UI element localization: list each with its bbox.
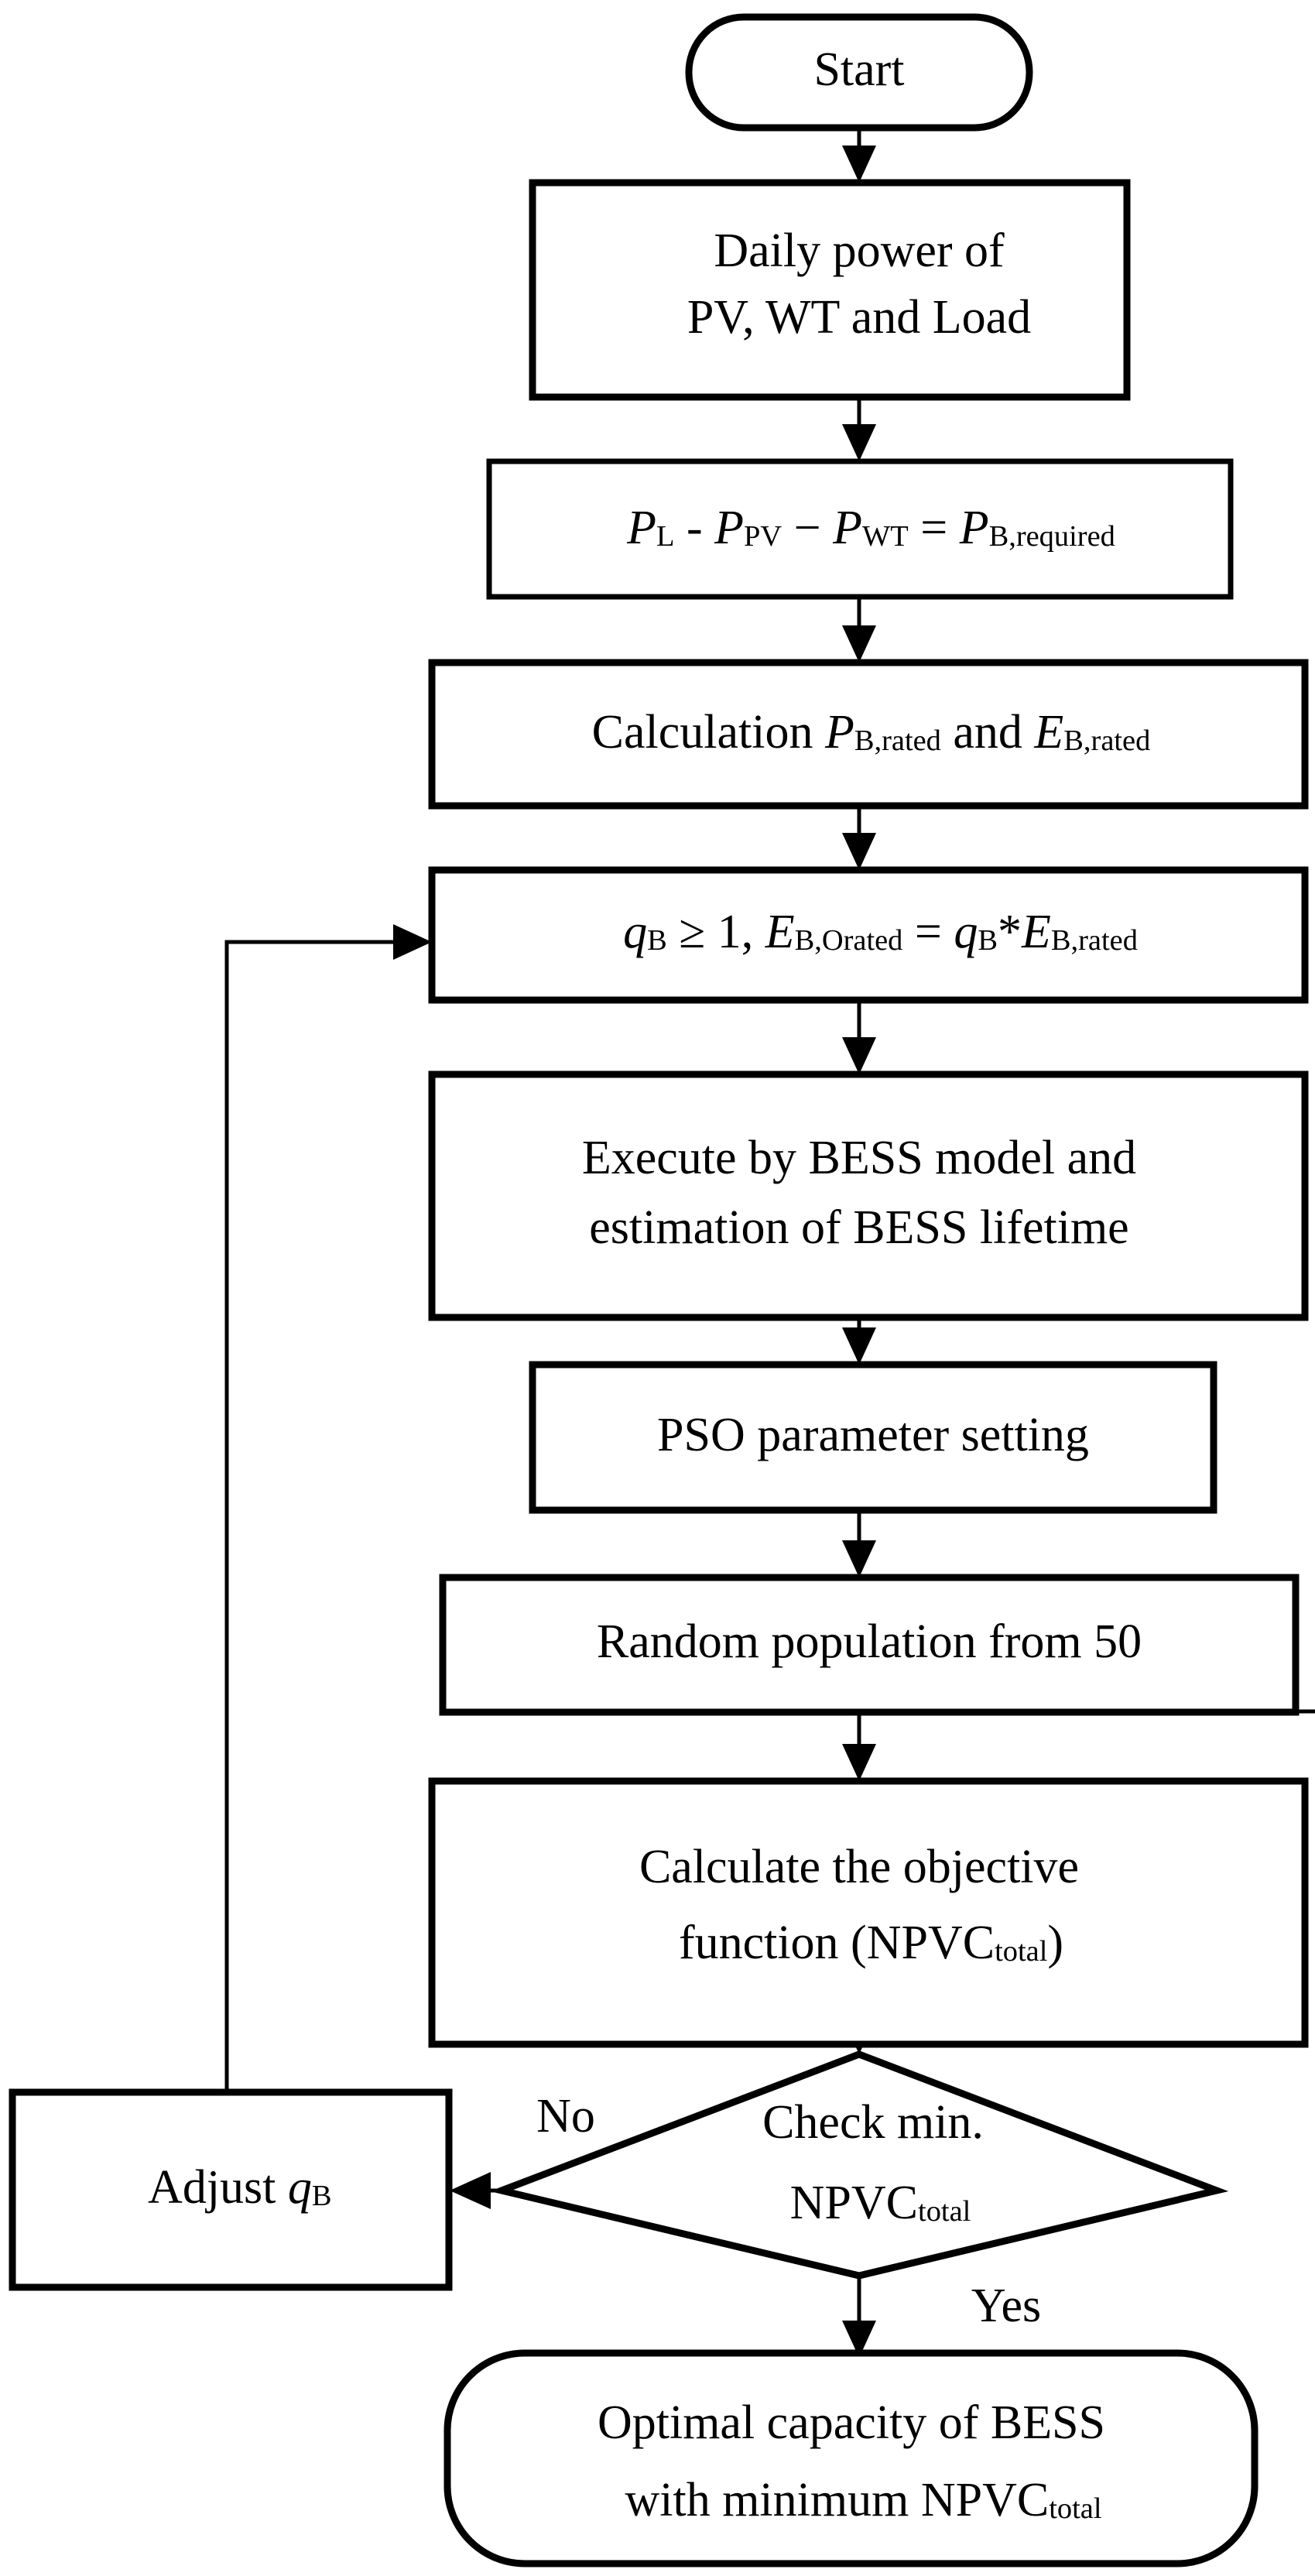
start-shape [685,13,1033,132]
qb-q2-sub: B [978,924,998,957]
edge-label-yes: Yes [971,2280,1041,2332]
obj-sub: total [995,1935,1047,1968]
start-label: Start [813,43,904,96]
arrow-head-balance [842,424,876,461]
pb-op1: - [675,502,715,554]
qb-q1: q [623,906,647,958]
qb-ge: ≥ 1, [667,906,765,958]
arrow-head-adjust [450,2172,491,2209]
calculation-rated-shape [428,659,1309,810]
adjust-q-var: q [288,2161,312,2214]
qb-e1-sub: B,Orated [795,924,903,957]
daily-power-line1: Daily power of [714,224,1005,277]
decision-sub: total [918,2195,971,2228]
final-result-line1: Optimal capacity of BESS [598,2396,1105,2449]
pb-op3: = [909,502,960,554]
node-adjust-q[interactable]: Adjust qB [9,2088,453,2291]
pb-p3: P [832,502,862,554]
daily-power-line2: PV, WT and Load [687,291,1031,344]
qb-condition-label: qB ≥ 1, EB,Orated = qB*EB,rated [515,906,1222,958]
calc-p: P [824,706,854,759]
random-population-shape [439,1574,1300,1716]
qb-q2: q [954,906,978,958]
node-execute-bess[interactable]: Execute by BESS model and estimation of … [428,1070,1309,1321]
qb-condition-shape [428,866,1309,1004]
obj-pre: function (NPVC [679,1917,995,1969]
check-decision-shape [489,2050,1229,2280]
check-decision-line1: Check min. [762,2096,984,2149]
arrow-head-feedback [393,924,432,960]
objective-function-line2: function (NPVCtotal) [570,1917,1147,1969]
arrow-head-pso [842,1327,876,1365]
calculation-rated-label: Calculation PB,rated and EB,rated [484,706,1235,759]
final-sub: total [1049,2492,1101,2525]
pb-op2: − [782,502,833,554]
edge-label-no: No [536,2090,595,2143]
pb-p3-sub: WT [862,520,909,553]
adjust-q-sub: B [312,2180,332,2212]
node-pso-setting[interactable]: PSO parameter setting [529,1361,1217,1514]
node-power-balance[interactable]: PL - PPV − PWT = PB,required [486,458,1234,600]
edge-adjust-feedback-loop [224,940,410,2091]
random-population-label: Random population from 50 [597,1615,1142,1668]
arrow-head-qb [842,833,876,870]
qb-q1-sub: B [647,924,667,957]
arrow-head-final [842,2321,876,2358]
node-objective-function[interactable]: Calculate the objective function (NPVCto… [428,1777,1309,2048]
objective-function-shape [428,1777,1309,2048]
adjust-q-shape [9,2088,453,2291]
node-qb-condition[interactable]: qB ≥ 1, EB,Orated = qB*EB,rated [428,866,1309,1004]
qb-eq: = [902,906,954,958]
final-result-shape [443,2349,1258,2567]
obj-post: ) [1047,1917,1063,1969]
connectors [224,128,1315,2358]
calc-word1: Calculation [592,706,825,759]
power-balance-shape [486,458,1234,600]
pb-p2: P [714,502,744,554]
qb-star: * [998,906,1022,958]
final-result-line2: with minimum NPVCtotal [517,2474,1186,2526]
execute-bess-shape [428,1070,1309,1321]
adjust-word: Adjust [148,2161,288,2214]
arrow-head-objective [842,1744,876,1781]
pb-p1-sub: L [656,520,674,553]
decision-pre: NPVC [790,2177,918,2229]
node-final-result[interactable]: Optimal capacity of BESS with minimum NP… [443,2349,1258,2567]
node-daily-power[interactable]: Daily power of PV, WT and Load [529,179,1131,401]
arrow-head-daily-power [842,146,876,183]
qb-e2: E [1021,906,1051,958]
execute-bess-line1: Execute by BESS model and [582,1132,1136,1184]
final-pre: with minimum NPVC [625,2474,1049,2526]
pb-p4: P [959,502,989,554]
check-decision-line2: NPVCtotal [682,2177,1055,2229]
node-random-population[interactable]: Random population from 50 [439,1574,1300,1716]
pso-setting-label: PSO parameter setting [657,1409,1089,1461]
objective-function-line1: Calculate the objective [639,1841,1079,1893]
pso-setting-shape [529,1361,1217,1514]
arrow-head-random [842,1540,876,1577]
calc-word2: and [941,706,1035,759]
calc-e: E [1033,706,1063,759]
pb-p4-sub: B,required [989,520,1115,553]
arrow-head-execute [842,1037,876,1074]
execute-bess-line2: estimation of BESS lifetime [589,1201,1128,1254]
calc-e-sub: B,rated [1063,724,1150,757]
calc-p-sub: B,rated [854,724,941,757]
adjust-q-label: Adjust qB [43,2161,416,2214]
arrow-head-calculation [842,625,876,663]
qb-e2-sub: B,rated [1051,924,1138,957]
power-balance-equation: PL - PPV − PWT = PB,required [519,502,1200,554]
node-start[interactable]: Start [685,13,1033,132]
pb-p1: P [626,502,656,554]
node-check-decision[interactable]: Check min. NPVCtotal [489,2050,1229,2280]
daily-power-shape [529,179,1131,401]
node-calculation-rated[interactable]: Calculation PB,rated and EB,rated [428,659,1309,810]
pb-p2-sub: PV [744,520,782,553]
qb-e1: E [765,906,795,958]
